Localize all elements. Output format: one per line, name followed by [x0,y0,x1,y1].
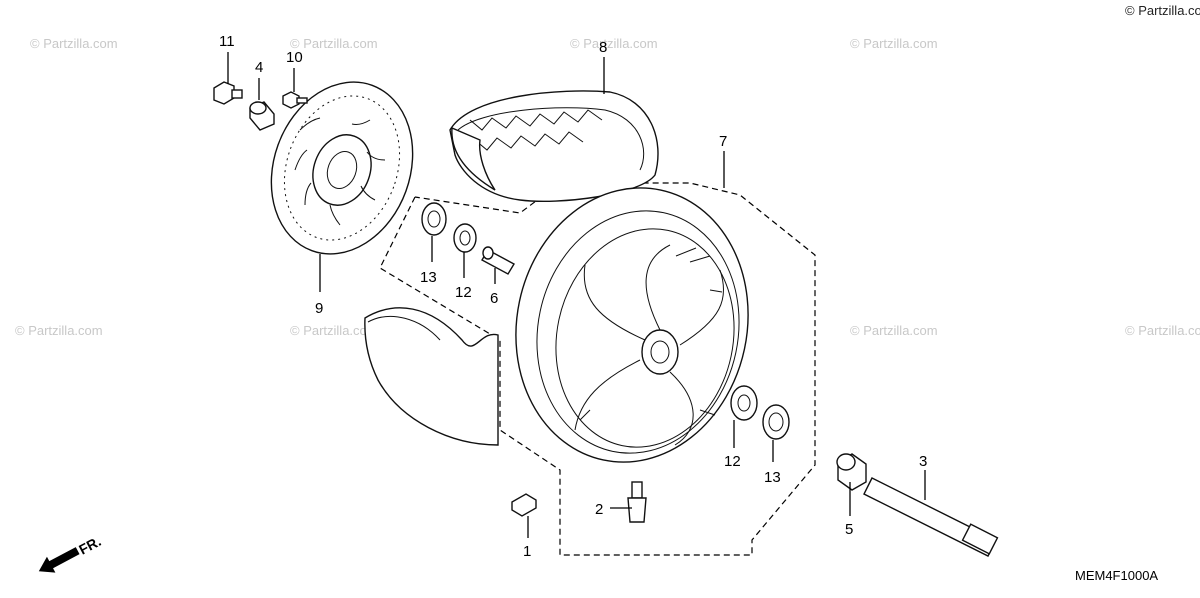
bolt[interactable] [213,81,243,105]
callout-7: 7 [719,133,727,150]
watermark: © Partzilla.com [290,36,378,51]
callout-5: 5 [845,521,853,538]
disc-bolt[interactable] [282,91,308,109]
brake-disc[interactable] [248,62,436,274]
watermark: © Partzilla.com [850,323,938,338]
watermark: © Partzilla.com [1125,323,1200,338]
callout-1: 1 [523,543,531,560]
callout-13-right: 13 [764,469,781,486]
wheel[interactable] [491,166,773,484]
tire-valve[interactable] [627,481,647,523]
watermark: © Partzilla.com [15,323,103,338]
tire-liner[interactable] [364,307,499,446]
distance-collar[interactable] [481,246,515,275]
copyright-text: © Partzilla.com [1125,3,1200,18]
watermark: © Partzilla.com [850,36,938,51]
bearing-right[interactable] [730,385,758,421]
tire[interactable] [449,90,659,202]
callout-2: 2 [595,501,603,518]
callout-8: 8 [599,39,607,56]
bearing-left[interactable] [453,223,477,253]
dust-seal-left[interactable] [421,202,447,236]
leader-lines [227,52,926,538]
collar[interactable] [249,101,275,131]
watermark: © Partzilla.com [570,36,658,51]
callout-10: 10 [286,49,303,66]
front-label: FR. [76,533,103,558]
callout-13-left: 13 [420,269,437,286]
axle-collar[interactable] [836,453,867,491]
dust-seal-right[interactable] [762,404,790,440]
arrow-left-icon [38,547,80,573]
callout-6: 6 [490,290,498,307]
callout-9: 9 [315,300,323,317]
front-direction-arrow: FR. [38,533,104,573]
callout-4: 4 [255,59,263,76]
callout-3: 3 [919,453,927,470]
watermark: © Partzilla.com [290,323,378,338]
diagram-code: MEM4F1000A [1075,568,1158,583]
callout-12-left: 12 [455,284,472,301]
front-axle[interactable] [863,477,999,557]
callout-labels: 11 4 10 8 7 9 13 12 6 12 13 3 5 2 1 [219,33,927,560]
watermark: © Partzilla.com [30,36,118,51]
balance-weight[interactable] [511,493,537,517]
callout-12-right: 12 [724,453,741,470]
callout-11: 11 [219,33,235,50]
